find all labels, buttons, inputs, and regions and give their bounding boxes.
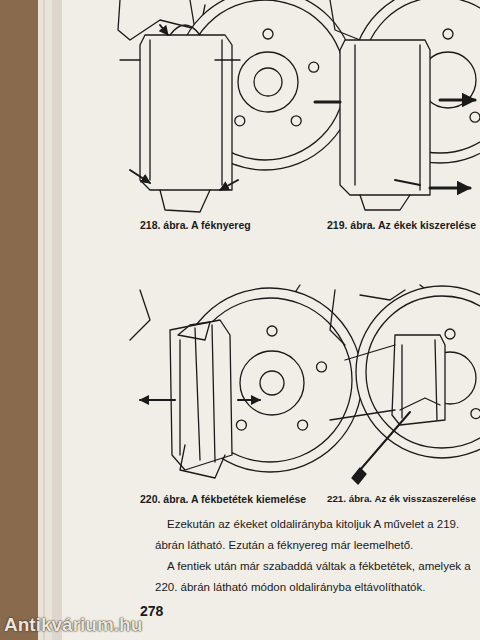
figure-219-wedges [315, 0, 480, 210]
wheel-stud [235, 116, 245, 126]
wheel-stud [445, 329, 455, 339]
figure-caption: 219. ábra. Az ékek kiszerelése [327, 219, 476, 231]
wheel-stud [298, 420, 308, 430]
page-edge-line [44, 0, 45, 640]
wheel-stud [443, 29, 453, 39]
page-edges [38, 0, 52, 640]
wheel-stud [471, 409, 480, 419]
page-number: 278 [140, 603, 163, 619]
wheel-stud [267, 326, 277, 336]
figure-caption: 221. ábra. Az ék visszaszerelése [327, 493, 476, 504]
wheel-stud [317, 362, 327, 372]
gutter-shadow [52, 0, 62, 640]
wheel-stud [309, 62, 319, 72]
body-paragraph: A fentiek után már szabaddá váltak a fék… [155, 556, 473, 598]
watermark: Antikvárium.hu [4, 614, 142, 636]
body-paragraph: Ezekután az ékeket oldalirányba kitoljuk… [155, 514, 473, 556]
figure-caption: 220. ábra. A fékbetétek kiemelése [140, 493, 306, 505]
wheel-stud [236, 420, 246, 430]
figure-218-caliper [118, 0, 355, 212]
figure-220-pads [130, 285, 362, 478]
wheel-stud [291, 116, 301, 126]
wheel-stud [470, 112, 480, 122]
wheel-stud [263, 29, 273, 39]
figure-221-wedge-refit [330, 285, 480, 484]
figure-caption: 218. ábra. A féknyereg [140, 219, 251, 231]
